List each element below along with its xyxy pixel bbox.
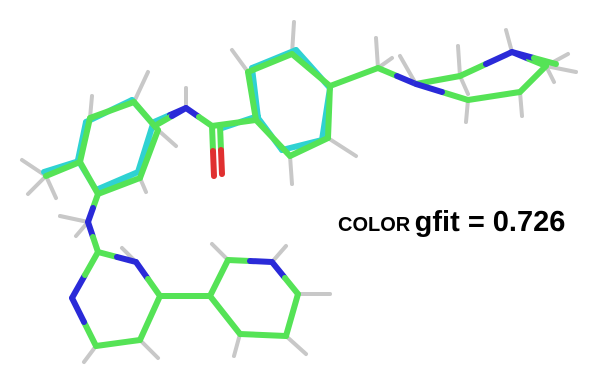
ring-bond-model-a	[283, 291, 301, 339]
ring-bond-model-a	[77, 159, 101, 197]
hydrogen-bond	[398, 54, 418, 86]
hydrogen-bond	[544, 64, 578, 74]
linker-bond-model-a	[394, 73, 419, 87]
ring-bond-model-a	[517, 63, 549, 95]
ring-bond-model-a	[137, 293, 163, 343]
gfit-value: gfit = 0.726	[414, 206, 566, 238]
carbonyl-bond-model-a	[210, 148, 217, 179]
ring-bond-model-a	[131, 99, 161, 133]
ring-bond-model-a	[465, 89, 523, 103]
ring-bond-model-a	[287, 135, 331, 159]
ring-bond-model-b	[93, 169, 141, 193]
ring-bond-model-a	[95, 175, 143, 197]
ring-bond-model-a	[325, 83, 333, 141]
hydrogen-bond	[284, 334, 308, 356]
hydrogen-bond	[518, 90, 524, 118]
hydrogen-bond	[156, 128, 178, 148]
ring-bond-model-a	[82, 249, 101, 278]
hydrogen-bond	[88, 94, 94, 120]
carbonyl-bond-model-a	[218, 147, 225, 177]
methyl-bond-model-a	[509, 49, 537, 61]
ring-bond-model-a	[413, 73, 463, 87]
ring-bond-model-a	[207, 257, 231, 299]
hydrogen-bond	[232, 332, 242, 358]
carbonyl-bond-model-a	[209, 123, 216, 154]
hydrogen-bond	[504, 28, 514, 54]
ring-bond-model-a	[81, 319, 99, 349]
hydrogen-bond	[464, 98, 470, 124]
hydrogen-bond	[138, 338, 160, 360]
hydrogen-bond	[288, 154, 294, 186]
hydrogen-bond	[58, 214, 90, 224]
ring-bond-model-a	[225, 257, 253, 264]
methyl-bond-model-a	[531, 55, 559, 67]
ring-bond-model-a	[87, 99, 137, 121]
fit-score-label: COLOR gfit = 0.726	[338, 208, 565, 237]
carbonyl-bond-model-a	[217, 123, 224, 153]
ring-bond-model-a	[237, 331, 289, 339]
hydrogen-bond	[458, 74, 470, 96]
ring-bond-model-a	[247, 258, 275, 265]
hydrogen-bond	[326, 136, 358, 158]
ring-bond-model-a	[207, 293, 243, 337]
ring-bond-model-b	[135, 121, 156, 175]
linker-bond-model-a	[375, 65, 400, 79]
ring-bond-model-a	[282, 275, 301, 297]
ring-bond-model-a	[145, 276, 163, 299]
hydrogen-bond	[210, 242, 230, 262]
ring-bond-model-a	[133, 259, 151, 282]
hydrogen-bond	[230, 48, 250, 74]
hydrogen-bond	[26, 174, 48, 196]
ring-bond-model-a	[245, 51, 295, 75]
methyl-bond-model-a	[43, 159, 83, 179]
hydrogen-bond	[82, 344, 98, 364]
hydrogen-bond	[374, 36, 380, 70]
ring-bond-model-a	[413, 81, 445, 95]
color-prefix: COLOR	[338, 214, 411, 236]
hydrogen-bond	[456, 44, 462, 78]
ring-bond-model-a	[114, 254, 139, 265]
ring-bond-model-a	[69, 295, 87, 325]
ring-bond-model-a	[95, 249, 120, 260]
hydrogen-bond	[132, 70, 150, 104]
ring-bond-model-a	[245, 69, 259, 123]
ring-bond-model-a	[457, 61, 489, 79]
ring-bond-model-a	[69, 272, 88, 301]
amide-bond-model-a	[209, 117, 259, 129]
ring-bond-model-a	[269, 259, 288, 281]
ring-bond-model-a	[137, 127, 161, 181]
hydrogen-bond	[270, 244, 288, 264]
linker-bond-model-a	[327, 65, 381, 89]
hydrogen-bond	[44, 174, 58, 200]
ring-bond-model-a	[93, 337, 143, 349]
ring-bond-model-a	[77, 115, 93, 165]
ring-bond-model-a	[253, 117, 293, 159]
ring-bond-model-a	[289, 51, 333, 89]
ring-bond-model-a	[483, 49, 515, 67]
ring-bond-model-a	[439, 89, 471, 103]
